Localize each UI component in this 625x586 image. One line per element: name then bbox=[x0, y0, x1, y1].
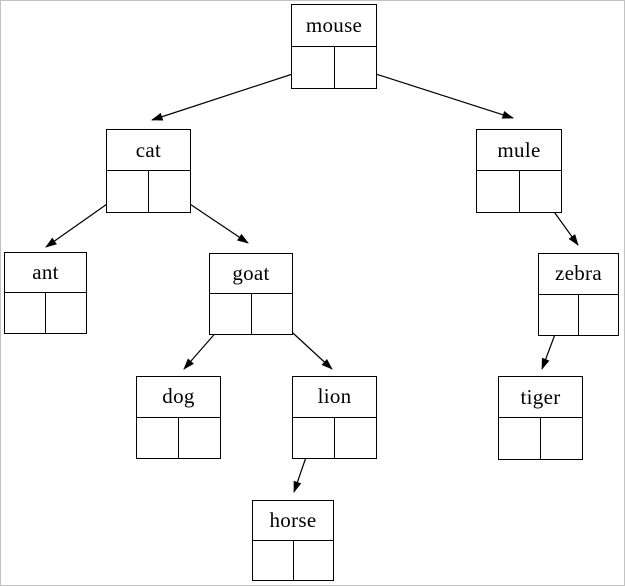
right-pointer-cell bbox=[179, 418, 220, 459]
left-pointer-cell bbox=[253, 540, 294, 580]
right-pointer-cell bbox=[579, 295, 618, 336]
tree-node-ant: ant bbox=[4, 252, 87, 334]
node-label: ant bbox=[5, 253, 86, 293]
pointer-cells bbox=[107, 171, 190, 212]
node-label: dog bbox=[137, 377, 220, 418]
tree-node-cat: cat bbox=[106, 129, 191, 213]
node-label: goat bbox=[210, 254, 292, 294]
right-pointer-cell bbox=[520, 171, 562, 212]
tree-node-tiger: tiger bbox=[498, 376, 583, 460]
left-pointer-cell bbox=[293, 417, 335, 458]
node-label: zebra bbox=[539, 254, 618, 295]
left-pointer-cell bbox=[477, 171, 520, 212]
tree-node-mule: mule bbox=[476, 129, 562, 213]
right-pointer-cell bbox=[294, 541, 334, 581]
node-label: mouse bbox=[292, 5, 376, 47]
left-pointer-cell bbox=[107, 171, 149, 212]
tree-node-horse: horse bbox=[252, 500, 334, 581]
tree-node-mouse: mouse bbox=[291, 4, 377, 89]
left-pointer-cell bbox=[137, 417, 179, 458]
right-pointer-cell bbox=[252, 294, 293, 334]
tree-node-dog: dog bbox=[136, 376, 221, 459]
left-pointer-cell bbox=[499, 418, 541, 459]
right-pointer-cell bbox=[541, 418, 582, 459]
pointer-cells bbox=[539, 294, 618, 336]
left-pointer-cell bbox=[210, 294, 252, 334]
tree-node-lion: lion bbox=[292, 376, 377, 459]
left-pointer-cell bbox=[292, 46, 335, 88]
edge-mouse-left-cat bbox=[151, 66, 315, 121]
pointer-cells bbox=[477, 171, 561, 212]
right-pointer-cell bbox=[335, 47, 377, 89]
pointer-cells bbox=[253, 540, 334, 581]
pointer-cells bbox=[137, 417, 220, 459]
pointer-cells bbox=[293, 417, 376, 459]
tree-node-goat: goat bbox=[209, 253, 293, 335]
node-label: horse bbox=[253, 501, 333, 541]
node-label: tiger bbox=[499, 377, 582, 418]
pointer-cells bbox=[499, 418, 582, 459]
pointer-cells bbox=[292, 46, 377, 89]
node-label: cat bbox=[107, 130, 190, 171]
node-label: mule bbox=[477, 130, 561, 171]
right-pointer-cell bbox=[335, 418, 376, 459]
edge-mouse-right-mule bbox=[353, 66, 514, 119]
right-pointer-cell bbox=[149, 171, 190, 212]
right-pointer-cell bbox=[46, 293, 86, 333]
pointer-cells bbox=[5, 293, 86, 333]
node-label: lion bbox=[293, 377, 376, 418]
left-pointer-cell bbox=[539, 294, 579, 335]
pointer-cells bbox=[210, 294, 292, 334]
tree-node-zebra: zebra bbox=[538, 253, 619, 336]
left-pointer-cell bbox=[5, 293, 46, 333]
